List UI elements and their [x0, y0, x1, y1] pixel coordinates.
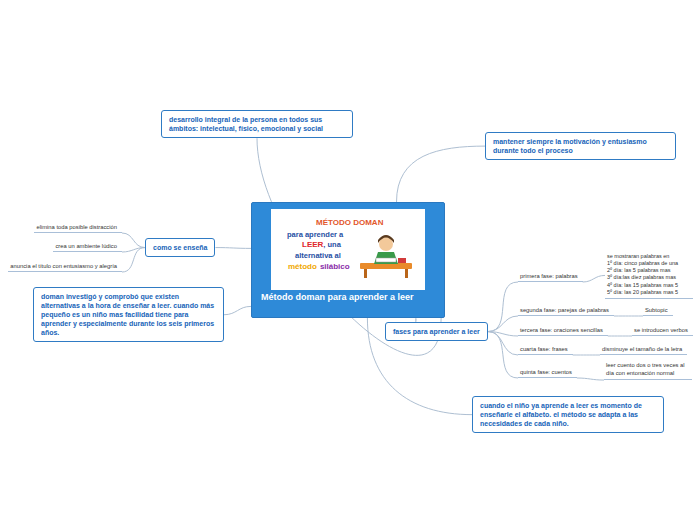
node-text: como se enseña: [153, 243, 207, 252]
branch-connector: [573, 355, 600, 356]
node-text: 1º día: cinco palabras de una: [607, 260, 693, 267]
node-text: cuando el niño ya aprende a leer es mome…: [480, 401, 656, 428]
subtopic-line: Subtopic: [643, 307, 673, 316]
subtopic-line: anuncia el título con entusiasmo y alegr…: [8, 263, 122, 272]
branch-connector: [488, 332, 518, 378]
node-text: segunda fase: parejas de palabras: [520, 307, 609, 313]
node-text: mantener siempre la motivación y entusia…: [493, 137, 668, 155]
subtopic-line: quinta fase: cuentos: [518, 369, 577, 378]
node-text: se mostraran palabras en: [607, 253, 693, 260]
node-text: leer cuento dos o tres veces al día con …: [606, 362, 690, 377]
subtopic-line: se introducen verbos: [632, 327, 693, 336]
topic-box: doman investigó y comprobó que existen a…: [33, 287, 224, 342]
node-text: tercera fase: oraciones sencillas: [520, 327, 603, 333]
branch-connector: [583, 275, 605, 282]
subtopic-line: tercera fase: oraciones sencillas: [518, 327, 608, 336]
node-text: quinta fase: cuentos: [520, 369, 572, 375]
topic-box: mantener siempre la motivación y entusia…: [485, 132, 676, 160]
illustration-text: LEER: [302, 241, 323, 249]
subtopic-line: leer cuento dos o tres veces al día con …: [604, 362, 692, 380]
topic-box: cuando el niño ya aprende a leer es mome…: [472, 396, 664, 433]
branch-connector: [122, 248, 145, 272]
illustration-text: MÉTODO DOMAN: [316, 219, 383, 227]
node-text: desarrollo integral de la persona en tod…: [169, 115, 345, 133]
topic-box: fases para aprender a leer: [385, 322, 488, 341]
branch-connector: [224, 306, 251, 314]
subtopic-line: disminuye el tamaño de la letra: [600, 346, 687, 355]
illustration-text: , una: [323, 241, 341, 249]
node-text: anuncia el título con entusiasmo y alegr…: [10, 263, 117, 269]
node-text: 5º día: las 20 palabras mas 5: [607, 289, 693, 296]
topic-box: como se enseña: [145, 238, 215, 257]
node-text: Método doman para aprender a leer: [261, 292, 436, 303]
topic-box: desarrollo integral de la persona en tod…: [161, 110, 353, 138]
node-text: 2º día: las 5 palabras mas: [607, 267, 693, 274]
node-text: cuarta fase: frases: [520, 346, 568, 352]
illustration-text: para aprender a: [287, 231, 343, 239]
subtopic-line: crea un ambiente lúdico: [53, 243, 122, 252]
node-text: fases para aprender a leer: [393, 327, 480, 336]
node-text: Subtopic: [645, 307, 668, 313]
branch-connector: [488, 282, 518, 332]
node-text: se introducen verbos: [634, 327, 688, 333]
branch-connector: [614, 316, 643, 317]
node-text: crea un ambiente lúdico: [55, 243, 117, 249]
subtopic-line: segunda fase: parejas de palabras: [518, 307, 614, 316]
subtopic-line: cuarta fase: frases: [518, 346, 573, 355]
branch-connector: [488, 316, 518, 332]
node-text: 3º día:las diez palabras mas: [607, 274, 693, 281]
node-text: doman investigó y comprobó que existen a…: [41, 292, 216, 337]
branch-connector: [397, 146, 486, 202]
branch-connector: [122, 233, 145, 248]
node-text: primera fase: palabras: [520, 273, 578, 279]
node-text: disminuye el tamaño de la letra: [602, 346, 682, 352]
subtopic-list: se mostraran palabras en1º día: cinco pa…: [605, 252, 693, 299]
subtopic-line: primera fase: palabras: [518, 273, 583, 282]
subtopic-line: elimina toda posible distracción: [34, 224, 122, 233]
branch-connector: [215, 247, 251, 249]
illustration-text: silábico: [320, 263, 350, 271]
branch-connector: [577, 378, 604, 380]
node-text: 4º día: las 15 palabras mas 5: [607, 282, 693, 289]
illustration-text: alternativa al: [295, 252, 341, 260]
illustration-text: método: [288, 263, 317, 271]
branch-connector: [608, 336, 632, 337]
node-text: elimina toda posible distracción: [36, 224, 117, 230]
